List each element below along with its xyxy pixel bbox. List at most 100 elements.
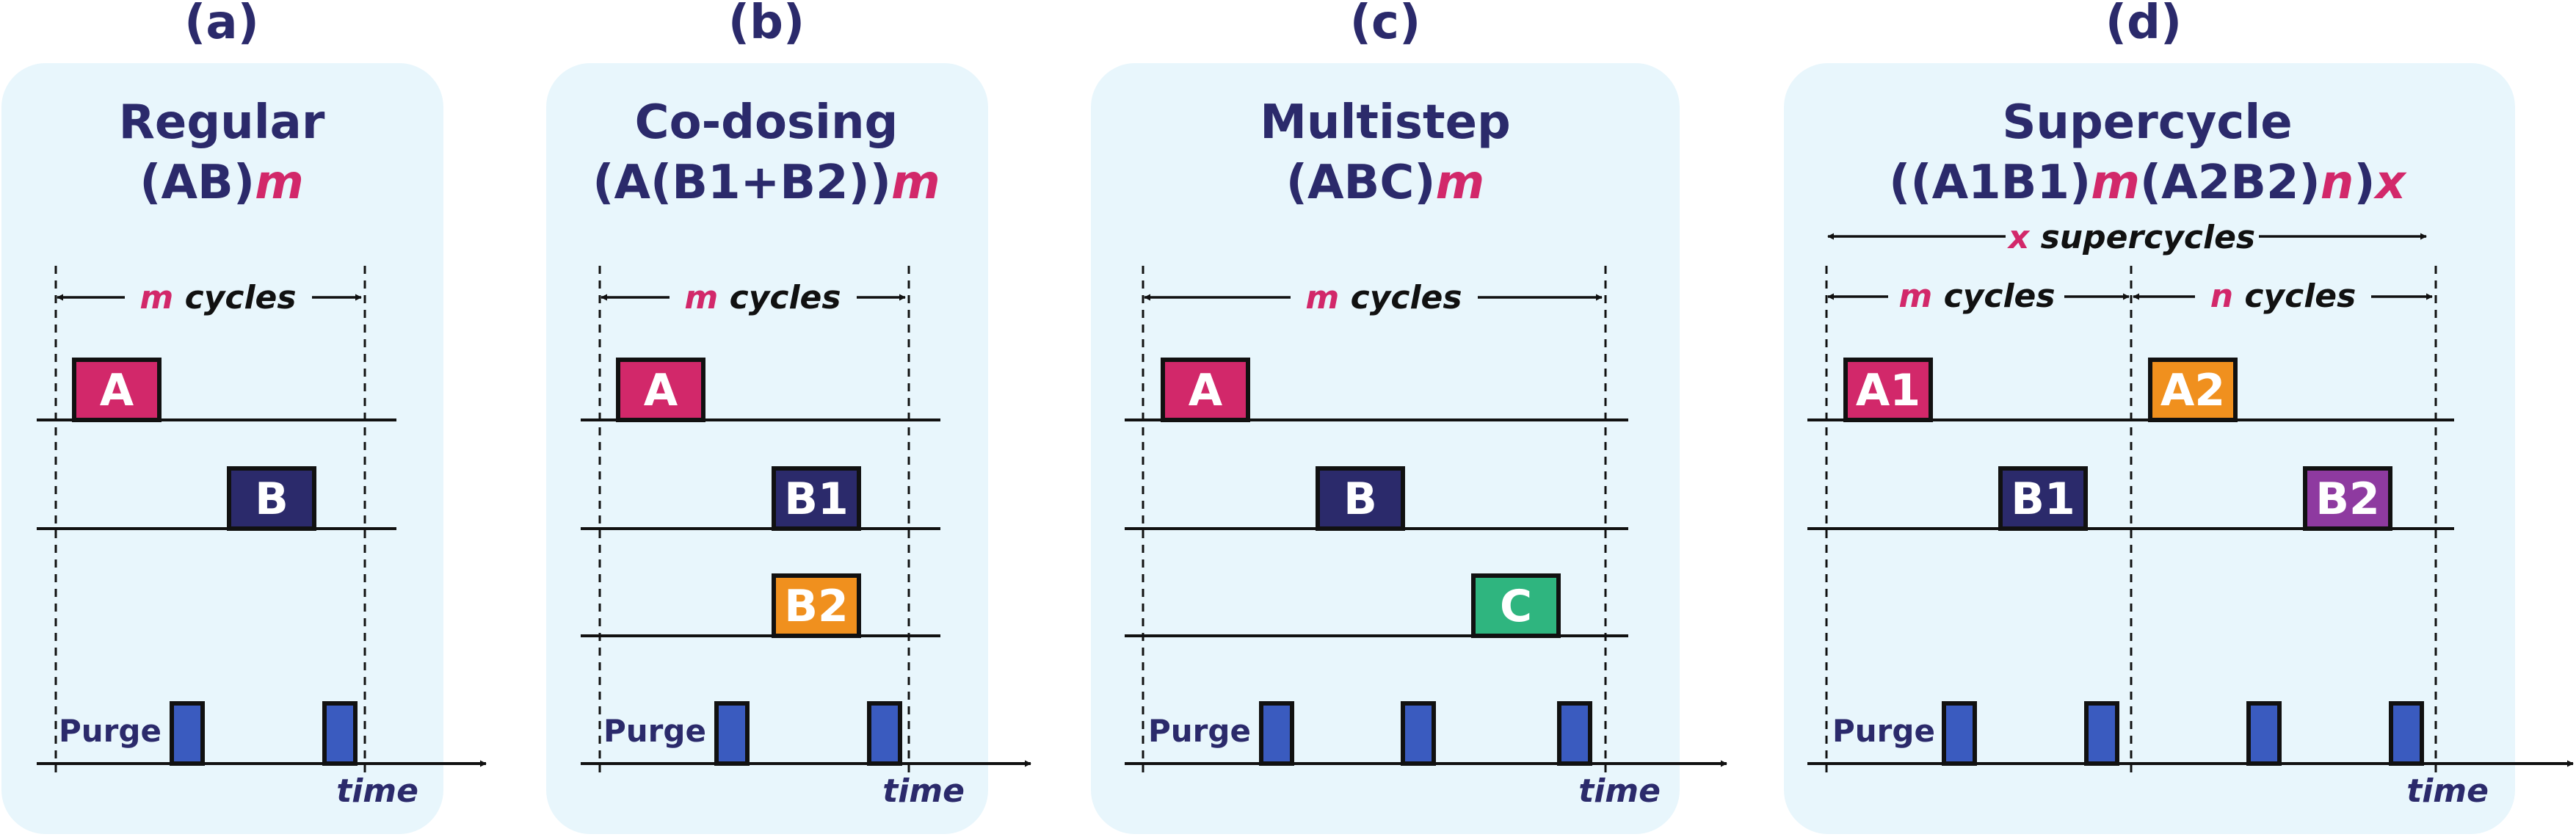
panel-d-n-cycles-var: n — [2210, 278, 2233, 315]
panel-b-background — [546, 63, 988, 834]
panel-d-formula-part3: ) — [2354, 156, 2375, 210]
panel-b-pulse-b2-label: B2 — [784, 581, 848, 632]
panel-d-purge-3 — [2246, 701, 2282, 766]
panel-b-purge-2 — [867, 701, 902, 766]
panel-d-pulse-a2 — [2148, 358, 2238, 422]
panel-c-purge-label: Purge — [1148, 713, 1251, 749]
panel-d-n-cycles-label: n cycles — [2210, 278, 2357, 315]
panel-b-cycles-var: m — [684, 279, 718, 316]
panel-c-time-label: time — [1578, 772, 1661, 810]
panel-a-cycles-label: m cycles — [139, 279, 296, 316]
panel-d-supercycles-label: x supercycles — [2007, 219, 2255, 256]
panel-c-cycles-var: m — [1305, 279, 1339, 316]
panel-c-formula-var: m — [1436, 156, 1485, 210]
panel-c-title: Multistep — [1260, 95, 1511, 150]
panel-a: (a) Regular (AB)m m cycles A B Purge tim… — [1, 0, 487, 834]
panel-d-n-cycles-label-bg — [2195, 280, 2371, 315]
panel-d-pulse-b1 — [1998, 466, 2088, 531]
panel-d-purge-1 — [1942, 701, 1977, 766]
panel-a-cycles-var: m — [139, 279, 173, 316]
panel-a-time-label: time — [336, 772, 418, 810]
panel-d-pulse-b2-label: B2 — [2315, 474, 2379, 525]
panel-c-pulse-a-label: A — [1189, 365, 1223, 416]
panel-b-cycles-label: m cycles — [684, 279, 841, 316]
panel-c-pulse-c-label: C — [1500, 581, 1532, 632]
panel-a-formula-var: m — [255, 156, 304, 210]
panel-a-pulse-b — [227, 466, 316, 531]
panel-c-background — [1091, 63, 1680, 834]
panel-d-supercycles-var: x — [2007, 219, 2031, 256]
panel-a-pulse-b-label: B — [255, 474, 289, 525]
panel-d-purge-label: Purge — [1832, 713, 1935, 749]
panel-d-m-cycles-var: m — [1898, 278, 1932, 315]
panel-b-purge-1 — [714, 701, 750, 766]
panel-b-pulse-a — [616, 358, 705, 422]
panel-c-pulse-b — [1316, 466, 1405, 531]
panel-d: (d) Supercycle ((A1B1)m(A2B2)n)x x super… — [1784, 0, 2574, 834]
panel-b-time-label: time — [882, 772, 965, 810]
panel-d-m-cycles-label: m cycles — [1898, 278, 2055, 315]
panel-c-cycles-label-bg — [1291, 280, 1478, 316]
panel-c-pulse-a — [1161, 358, 1250, 422]
panel-c: (c) Multistep (ABC)m m cycles A B C Purg… — [1091, 0, 1727, 834]
panel-a-letter: (a) — [184, 0, 259, 50]
panel-b-title: Co-dosing — [635, 95, 899, 150]
panel-d-pulse-a2-label: A2 — [2160, 365, 2225, 416]
panel-b-pulse-a-label: A — [644, 365, 678, 416]
panel-b-pulse-b1 — [772, 466, 861, 531]
panel-d-pulse-a1 — [1843, 358, 1933, 422]
panel-b-formula-var: m — [891, 156, 940, 210]
panel-d-formula-part2: (A2B2) — [2140, 156, 2321, 210]
panel-d-formula-part1: ((A1B1) — [1889, 156, 2091, 210]
panel-d-pulse-b2 — [2303, 466, 2392, 531]
panel-d-purge-2 — [2084, 701, 2119, 766]
panel-d-formula-var-x: x — [2373, 156, 2407, 210]
panel-d-formula-var-n: n — [2321, 156, 2354, 210]
panel-d-pulse-a1-label: A1 — [1856, 365, 1920, 416]
panel-d-m-cycles-word: cycles — [1944, 278, 2056, 315]
panel-d-purge-4 — [2389, 701, 2424, 766]
panel-b-pulse-b2 — [772, 573, 861, 638]
panel-b-cycles-word: cycles — [730, 279, 841, 316]
panel-d-formula: ((A1B1)m(A2B2)n)x — [1889, 156, 2407, 210]
panel-a-pulse-a-label: A — [100, 365, 134, 416]
panel-b-letter: (b) — [728, 0, 805, 50]
panel-d-supercycles-label-bg — [2006, 220, 2259, 256]
panel-a-purge-2 — [322, 701, 358, 766]
panel-d-title: Supercycle — [2002, 95, 2292, 150]
panel-c-purge-2 — [1401, 701, 1436, 766]
panel-a-purge-label: Purge — [59, 713, 162, 749]
panel-a-cycles-label-bg — [125, 280, 312, 316]
panel-c-letter: (c) — [1350, 0, 1421, 50]
panel-c-pulse-b-label: B — [1343, 474, 1377, 525]
panel-d-supercycles-word: supercycles — [2041, 219, 2256, 256]
panel-a-pulse-a — [72, 358, 162, 422]
panel-c-purge-3 — [1557, 701, 1592, 766]
panel-b-pulse-b1-label: B1 — [784, 474, 848, 525]
panel-a-background — [1, 63, 443, 834]
panel-a-cycles-word: cycles — [185, 279, 297, 316]
panel-b-purge-label: Purge — [603, 713, 706, 749]
panel-d-time-label: time — [2406, 772, 2489, 810]
panel-a-title: Regular — [119, 95, 325, 150]
panel-c-purge-1 — [1259, 701, 1294, 766]
panel-d-letter: (d) — [2105, 0, 2182, 50]
panel-d-formula-var-m: m — [2091, 156, 2140, 210]
panel-d-background — [1784, 63, 2515, 834]
panel-c-formula: (ABC)m — [1286, 156, 1484, 210]
panel-c-cycles-label: m cycles — [1305, 279, 1462, 316]
panel-d-m-cycles-label-bg — [1888, 280, 2064, 315]
panel-b: (b) Co-dosing (A(B1+B2))m m cycles A B1 … — [546, 0, 1031, 834]
panel-a-formula-main: (AB) — [139, 156, 255, 210]
panel-c-formula-main: (ABC) — [1286, 156, 1436, 210]
panel-d-pulse-b1-label: B1 — [2011, 474, 2075, 525]
panel-b-formula-main: (A(B1+B2)) — [592, 156, 891, 210]
panel-c-pulse-c — [1471, 573, 1561, 638]
panel-a-purge-1 — [170, 701, 205, 766]
panel-b-cycles-label-bg — [670, 280, 857, 316]
panel-d-n-cycles-word: cycles — [2244, 278, 2356, 315]
panel-a-formula: (AB)m — [139, 156, 304, 210]
panel-c-cycles-word: cycles — [1351, 279, 1462, 316]
panel-b-formula: (A(B1+B2))m — [592, 156, 940, 210]
